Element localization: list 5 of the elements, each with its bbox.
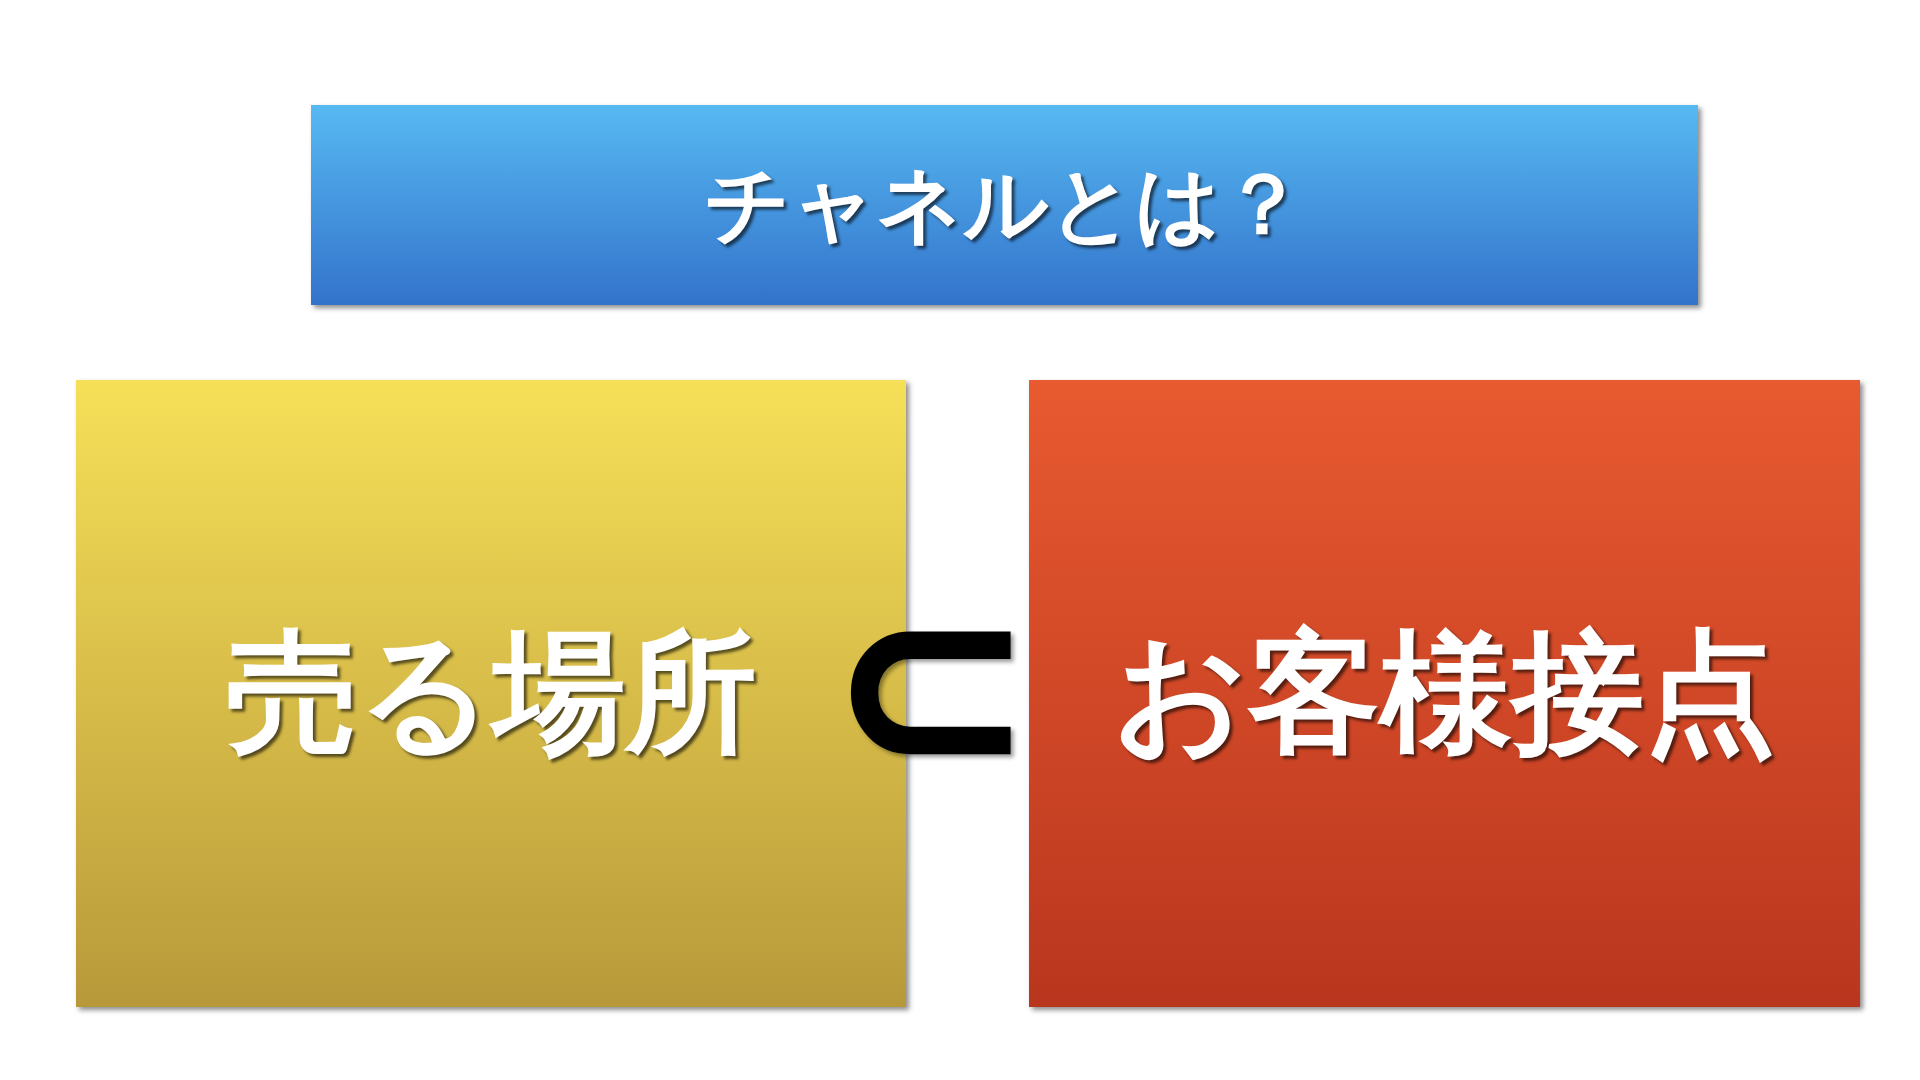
- title-text: チャネルとは？: [704, 154, 1305, 255]
- title-box: [311, 105, 1698, 305]
- box-label: お客様接点: [1113, 613, 1776, 771]
- concept-box: [1029, 380, 1860, 1007]
- box-label: 売る場所: [225, 613, 757, 771]
